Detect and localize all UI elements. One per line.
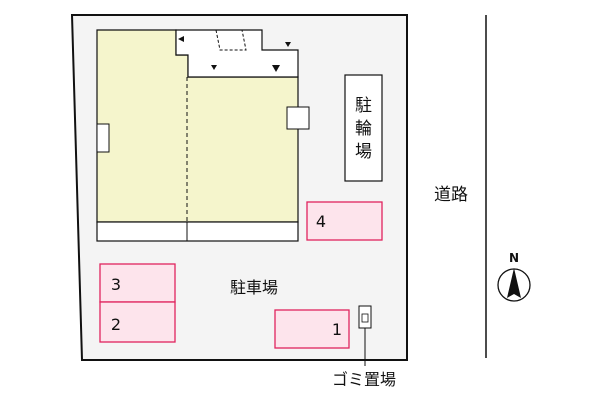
parking-space-1-number: 1	[332, 320, 342, 339]
parking-lot-label: 駐車場	[230, 278, 278, 297]
arrow-down-icon	[285, 42, 291, 47]
parking-space-3-number: 3	[111, 275, 121, 294]
bicycle-parking-label-3: 場	[355, 142, 372, 162]
north-label: N	[509, 251, 519, 265]
garbage-area-inner	[361, 313, 369, 323]
corridor	[175, 29, 299, 78]
bicycle-parking-label-1: 駐	[355, 96, 372, 116]
stair-outline	[215, 29, 247, 51]
arrow-down-icon	[211, 65, 217, 70]
side-box-left	[96, 123, 110, 153]
compass-needle-icon	[507, 268, 521, 298]
parking-space-2-number: 2	[111, 315, 121, 334]
building-lower-band	[96, 221, 299, 242]
road-label: 道路	[434, 185, 468, 205]
parking-space-4-number: 4	[316, 212, 326, 231]
bicycle-parking-label-2: 輪	[355, 119, 372, 139]
parking-space-4	[306, 201, 383, 241]
garbage-label: ゴミ置場	[332, 370, 396, 389]
bicycle-parking	[344, 74, 383, 182]
parking-space-1	[274, 309, 350, 349]
arrow-left-icon	[178, 36, 184, 42]
arrow-down-icon	[272, 65, 280, 72]
side-box-right	[286, 106, 310, 130]
parking-space-3	[99, 263, 176, 303]
parking-space-2	[99, 301, 176, 343]
